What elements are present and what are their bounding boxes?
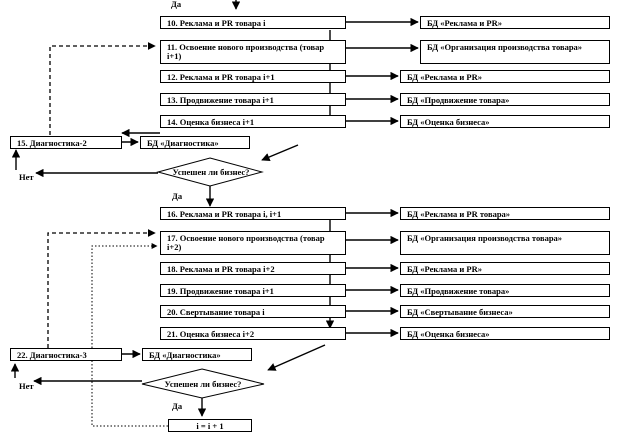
yes-top-label: Да: [171, 0, 182, 9]
flow-to-decision-2: [267, 344, 326, 371]
step-15-box: 15. Диагностика-2: [10, 136, 122, 149]
step-17-box: 17. Освоение нового производства (товар …: [160, 231, 346, 255]
step-16-box: 16. Реклама и PR товара i, i+1: [160, 207, 346, 220]
step-10-box: 10. Реклама и PR товара i: [160, 16, 346, 29]
dashed-feedback-2: [47, 229, 156, 348]
yes-1-label: Да: [172, 191, 183, 201]
db-10-box: БД «Реклама и PR»: [420, 16, 610, 29]
db-16-box: БД «Реклама и PR товара»: [400, 207, 610, 220]
db-18-box: БД «Реклама и PR»: [400, 262, 610, 275]
step-13-box: 13. Продвижение товара i+1: [160, 93, 346, 106]
db-11-box: БД «Организация производства товара»: [420, 40, 610, 64]
decision-1-label: Успешен ли бизнес?: [172, 167, 250, 177]
db-13-box: БД «Продвижение товара»: [400, 93, 610, 106]
step-21-box: 21. Оценка бизнеса i+2: [160, 327, 346, 340]
db-20-box: БД «Свертывание бизнеса»: [400, 305, 610, 318]
db-21-box: БД «Оценка бизнеса»: [400, 327, 610, 340]
db-22-box: БД «Диагностика»: [142, 348, 252, 361]
step-22-box: 22. Диагностика-3: [10, 348, 122, 361]
yes-2-label: Да: [172, 401, 183, 411]
no-2-label: Нет: [19, 381, 34, 391]
dashed-feedback-1: [49, 42, 156, 135]
step-14-box: 14. Оценка бизнеса i+1: [160, 115, 346, 128]
step-12-box: 12. Реклама и PR товара i+1: [160, 70, 346, 83]
decision-2-label: Успешен ли бизнес?: [164, 379, 242, 389]
dotted-loop-back: [91, 243, 168, 427]
no-1-label: Нет: [19, 172, 34, 182]
step-18-box: 18. Реклама и PR товара i+2: [160, 262, 346, 275]
step-20-box: 20. Свертывание товара i: [160, 305, 346, 318]
flow-to-decision-1: [261, 144, 299, 161]
db-12-box: БД «Реклама и PR»: [400, 70, 610, 83]
db-17-box: БД «Организация производства товара»: [400, 231, 610, 255]
step-19-box: 19. Продвижение товара i+1: [160, 284, 346, 297]
db-14-box: БД «Оценка бизнеса»: [400, 115, 610, 128]
loop-increment-box: i = i + 1: [168, 419, 252, 432]
step-11-box: 11. Освоение нового производства (товар …: [160, 40, 346, 64]
db-19-box: БД «Продвижение товара»: [400, 284, 610, 297]
db-15-box: БД «Диагностика»: [140, 136, 250, 149]
